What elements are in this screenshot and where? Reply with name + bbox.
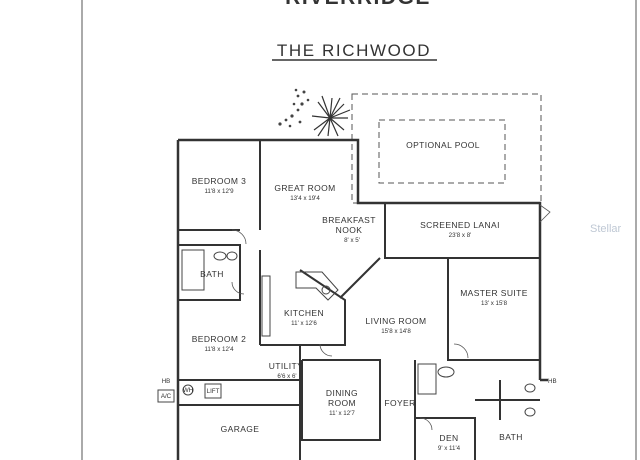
screened-lanai-label: SCREENED LANAI bbox=[420, 220, 500, 230]
dining-room-label-2: ROOM bbox=[328, 398, 356, 408]
utility-label: UTILITY bbox=[269, 361, 303, 371]
breakfast-nook-label-2: NOOK bbox=[336, 225, 363, 235]
den-label: DEN bbox=[439, 433, 458, 443]
bedroom3-label: BEDROOM 3 bbox=[192, 176, 247, 186]
dining-room-label-1: DINING bbox=[326, 388, 358, 398]
living-room-dims: 15'8 x 14'8 bbox=[381, 328, 411, 335]
bath-left-label: BATH bbox=[200, 269, 224, 279]
ac-label: A/C bbox=[161, 393, 172, 400]
master-suite-dims: 13' x 15'8 bbox=[481, 300, 508, 307]
shrub-dots-icon bbox=[278, 88, 310, 128]
bath-fixtures-right bbox=[417, 363, 536, 417]
breakfast-nook-dims: 8' x 5' bbox=[344, 237, 360, 244]
bedroom2-dims: 11'8 x 12'4 bbox=[204, 346, 234, 353]
garage-label: GARAGE bbox=[221, 424, 260, 434]
hb-right-label: HB bbox=[548, 378, 557, 385]
wh-label: WH bbox=[183, 387, 193, 394]
optional-pool-label: OPTIONAL POOL bbox=[406, 140, 480, 150]
den-dims: 9' x 11'4 bbox=[438, 445, 461, 452]
bedroom2-label: BEDROOM 2 bbox=[192, 334, 247, 344]
lift-box bbox=[204, 383, 222, 399]
model-title: THE RICHWOOD bbox=[277, 41, 431, 60]
interior-walls bbox=[178, 140, 540, 460]
great-room-dims: 13'4 x 19'4 bbox=[290, 195, 320, 202]
foyer-label: FOYER bbox=[384, 398, 415, 408]
optional-pool bbox=[378, 119, 506, 184]
dining-room-dims: 11' x 12'7 bbox=[329, 410, 355, 417]
master-suite-label: MASTER SUITE bbox=[460, 288, 528, 298]
lift-label: LIFT bbox=[207, 388, 220, 395]
community-title: RIVERRIDGE bbox=[285, 0, 431, 9]
ac-unit-box bbox=[157, 389, 175, 403]
kitchen-counters bbox=[261, 271, 339, 337]
palm-plant-icon bbox=[311, 95, 351, 137]
screened-lanai-dims: 23'8 x 8' bbox=[449, 232, 472, 239]
breakfast-nook-label-1: BREAKFAST bbox=[322, 215, 376, 225]
utility-dims: 6'6 x 6' bbox=[277, 373, 296, 380]
water-heater-icon bbox=[182, 384, 194, 396]
bath-fixtures-left bbox=[181, 249, 238, 291]
watermark-text: Stellar bbox=[590, 223, 622, 235]
living-room-label: LIVING ROOM bbox=[365, 316, 426, 326]
kitchen-label: KITCHEN bbox=[284, 308, 324, 318]
door-swings bbox=[231, 204, 551, 431]
bedroom3-dims: 11'8 x 12'9 bbox=[204, 188, 234, 195]
great-room-label: GREAT ROOM bbox=[274, 183, 335, 193]
bath-right-label: BATH bbox=[499, 432, 523, 442]
hb-left-label: HB bbox=[162, 378, 171, 385]
kitchen-dims: 11' x 12'6 bbox=[291, 320, 317, 327]
